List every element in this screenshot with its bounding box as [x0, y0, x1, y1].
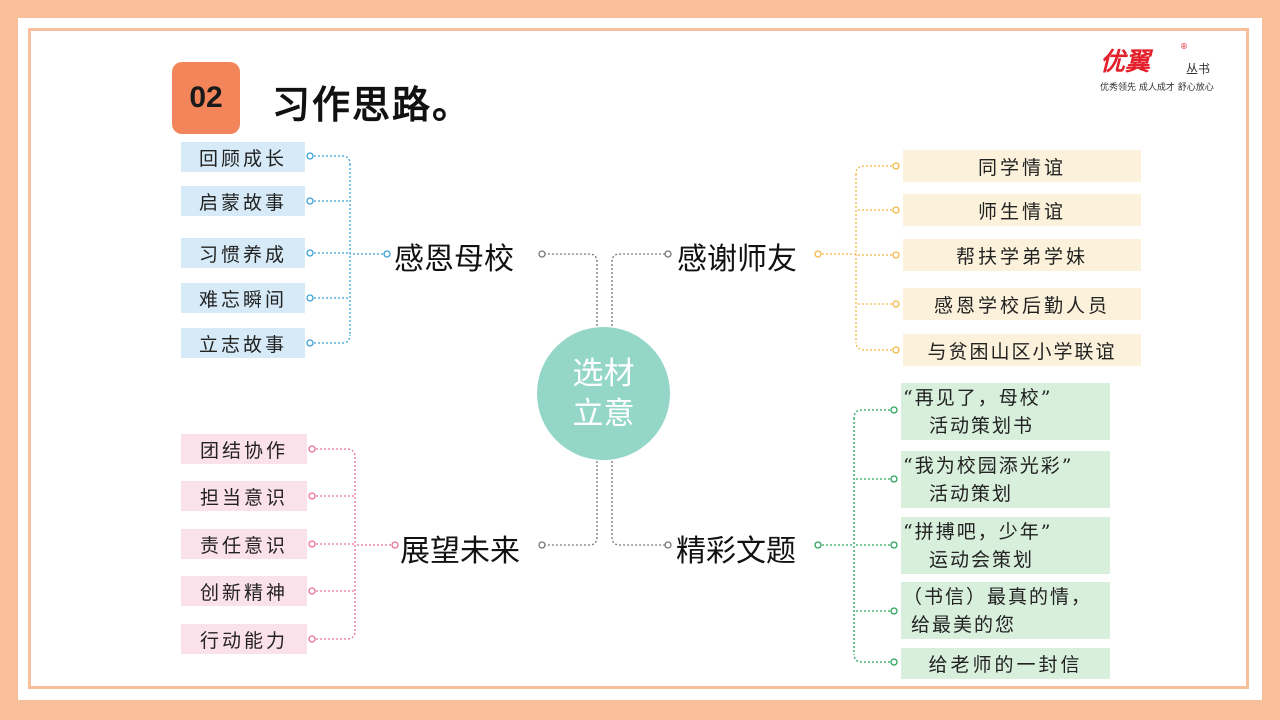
leaf-line2: 给最美的您: [911, 613, 1017, 636]
branch-lines-bottom-right: [818, 409, 894, 663]
center-topic-node: 选材 立意: [537, 327, 670, 460]
branch-lines-top-left: [310, 155, 387, 344]
leaf-line1: （书信）最真的情，: [903, 585, 1093, 608]
logo-registered-mark: ®: [1180, 42, 1188, 51]
leaf-top-left: 回顾成长: [181, 142, 305, 172]
leaf-top-left: 启蒙故事: [181, 186, 305, 216]
brand-logo: 优翼 ® 丛书 优秀领先 成人成才 舒心放心: [1100, 42, 1225, 94]
branch-lines-top-right: [818, 165, 896, 351]
hub-top-left: 感恩母校: [394, 242, 514, 277]
leaf-line2: 活动策划书: [929, 414, 1035, 437]
connector-center-bottom-left: [542, 457, 598, 546]
leaf-top-left: 难忘瞬间: [181, 283, 305, 313]
logo-slogan: 优秀领先 成人成才 舒心放心: [1100, 83, 1214, 93]
connector-center-top-left: [542, 253, 598, 330]
leaf-top-left: 立志故事: [181, 328, 305, 358]
connector-center-bottom-right: [611, 457, 668, 546]
center-topic-line1: 选材: [572, 355, 635, 392]
hub-bottom-left: 展望未来: [400, 534, 520, 569]
leaf-line1: “拼搏吧，少年”: [903, 520, 1053, 543]
leaf-bottom-left: 创新精神: [181, 576, 307, 606]
leaf-bottom-left: 担当意识: [181, 481, 307, 511]
section-number-badge: 02: [172, 62, 240, 134]
leaf-top-right: 帮扶学弟学妹: [903, 239, 1141, 271]
leaf-top-right: 同学情谊: [903, 150, 1141, 182]
leaf-bottom-right: （书信）最真的情， 给最美的您: [901, 582, 1110, 639]
section-title: 习作思路。: [272, 82, 473, 127]
leaf-bottom-left: 行动能力: [181, 624, 307, 654]
hub-bottom-right: 精彩文题: [676, 534, 796, 569]
leaf-top-right: 师生情谊: [903, 194, 1141, 226]
leaf-line2: 活动策划: [929, 482, 1014, 505]
connector-center-top-right: [611, 253, 668, 330]
logo-brand-text: 优翼: [1100, 47, 1151, 76]
leaf-top-left: 习惯养成: [181, 238, 305, 268]
leaf-line1: “我为校园添光彩”: [903, 454, 1074, 477]
leaf-top-right: 感恩学校后勤人员: [903, 288, 1141, 320]
center-topic-line2: 立意: [572, 395, 635, 432]
branch-lines-bottom-left: [312, 448, 395, 640]
leaf-bottom-right: “拼搏吧，少年” 运动会策划: [901, 517, 1110, 574]
leaf-line1: “再见了，母校”: [903, 386, 1053, 409]
logo-series-text: 丛书: [1186, 62, 1211, 76]
leaf-line2: 运动会策划: [929, 548, 1035, 571]
leaf-bottom-left: 责任意识: [181, 529, 307, 559]
leaf-bottom-right: “再见了，母校” 活动策划书: [901, 383, 1110, 440]
leaf-bottom-left: 团结协作: [181, 434, 307, 464]
slide-border: [28, 28, 1249, 689]
leaf-bottom-right: “我为校园添光彩” 活动策划: [901, 451, 1110, 508]
hub-top-right: 感谢师友: [677, 242, 797, 277]
leaf-top-right: 与贫困山区小学联谊: [903, 334, 1141, 366]
leaf-bottom-right: 给老师的一封信: [901, 648, 1110, 679]
